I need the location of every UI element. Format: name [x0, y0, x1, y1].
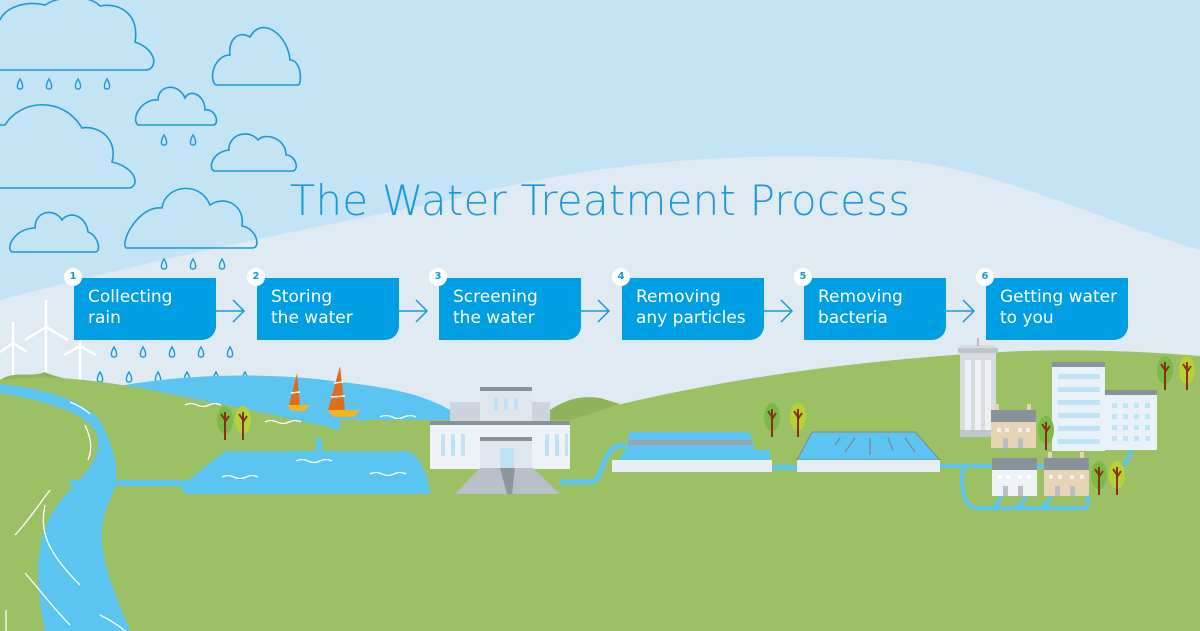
step-label-line2: bacteria [818, 308, 888, 328]
tree-icon [790, 403, 806, 437]
arrow-right-icon [216, 299, 246, 323]
tree-icon [217, 406, 233, 440]
step-label-line1: Getting water [1000, 287, 1118, 307]
raindrop-icon [160, 257, 168, 270]
step-label-line2: the water [453, 308, 535, 328]
step-number-badge: 2 [247, 268, 265, 286]
arrow-right-icon [399, 299, 429, 323]
raindrop-icon [197, 345, 205, 358]
cloud-icon [9, 211, 100, 253]
step-label-line1: Removing [636, 287, 721, 307]
clouds [0, 0, 302, 253]
cloud-icon [211, 26, 302, 86]
raindrop-icon [45, 77, 53, 90]
raindrop-icon [189, 257, 197, 270]
raindrop-icon [168, 345, 176, 358]
tree-icon [764, 403, 780, 437]
raindrop-icon [125, 370, 133, 383]
cloud-icon [134, 86, 218, 126]
arrow-right-icon [581, 299, 611, 323]
step-number-badge: 5 [794, 268, 812, 286]
step-getting-water-to-you: 6 Getting water to you [976, 268, 1128, 340]
step-label-line1: Collecting [88, 287, 173, 307]
step-screening-water: 3 Screening the water [429, 268, 581, 340]
step-removing-particles: 4 Removing any particles [612, 268, 764, 340]
tree-icon [235, 406, 251, 440]
tree-icon [1091, 461, 1107, 495]
step-label-line1: Screening [453, 287, 538, 307]
page-title: The Water Treatment Process [289, 176, 911, 225]
filter-bed-icon [796, 431, 942, 472]
intake-channel [70, 480, 190, 486]
raindrop-icon [189, 133, 197, 146]
step-label-line2: rain [88, 308, 121, 328]
office-building-icon [1052, 362, 1105, 451]
step-number-badge: 1 [64, 268, 82, 286]
treatment-works-icon [430, 387, 570, 494]
step-number-badge: 3 [429, 268, 447, 286]
storage-reservoir [181, 451, 430, 494]
house-icon [992, 458, 1037, 496]
raindrop-icon [226, 345, 234, 358]
tree-icon [1109, 461, 1125, 495]
step-number-badge: 6 [976, 268, 994, 286]
raindrop-icon [139, 345, 147, 358]
trees [217, 356, 1195, 495]
tree-icon [1179, 356, 1195, 390]
step-label-line2: the water [271, 308, 353, 328]
foreground-grass [0, 487, 1200, 631]
step-storing-water: 2 Storing the water [247, 268, 399, 340]
step-collecting-rain: 1 Collecting rain [64, 268, 216, 340]
step-label-line1: Storing [271, 287, 333, 307]
cloud-icon [0, 0, 155, 71]
filter-bed-icon [612, 432, 772, 472]
raindrop-icon [160, 133, 168, 146]
water-waves [184, 402, 417, 480]
house-icon [1044, 452, 1089, 496]
sailboat-icon [327, 366, 360, 417]
raindrop-icon [110, 345, 118, 358]
reservoir-link [316, 438, 322, 452]
tree-icon [1157, 356, 1173, 390]
step-label-line2: to you [1000, 308, 1054, 328]
cloud-icon [210, 133, 298, 172]
cloud-icon [0, 104, 136, 189]
office-building-icon [1105, 390, 1157, 450]
arrow-right-icon [946, 299, 976, 323]
raindrop-icon [103, 77, 111, 90]
step-label-line2: any particles [636, 308, 746, 328]
river-ripples [5, 401, 126, 631]
step-number-badge: 4 [612, 268, 630, 286]
pipe [772, 465, 802, 470]
cloud-icon [124, 187, 258, 249]
pipe [560, 442, 626, 485]
arrow-right-icon [764, 299, 794, 323]
water-tower-icon [958, 338, 998, 437]
step-removing-bacteria: 5 Removing bacteria [794, 268, 946, 340]
raindrop-icon [74, 77, 82, 90]
house-icon [991, 404, 1036, 448]
raindrop-icon [218, 257, 226, 270]
sailboat-icon [287, 373, 310, 411]
tree-icon [1038, 416, 1054, 450]
step-label-line1: Removing [818, 287, 903, 307]
raindrop-icon [16, 77, 24, 90]
river [0, 384, 130, 631]
